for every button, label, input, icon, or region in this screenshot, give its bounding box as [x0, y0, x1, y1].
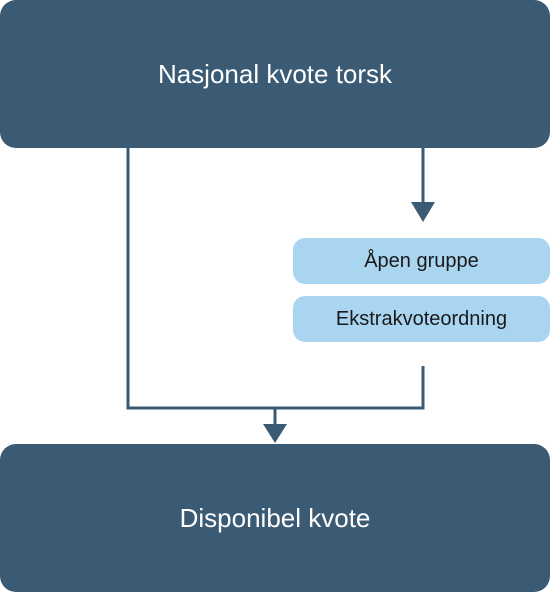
available-quota-box: Disponibel kvote	[0, 444, 550, 592]
extra-quota-scheme-label: Ekstrakvoteordning	[335, 307, 508, 330]
open-group-box: Åpen gruppe	[293, 238, 550, 284]
arrow-down-icon	[411, 202, 435, 222]
connector-right-path	[275, 366, 425, 410]
national-quota-label: Nasjonal kvote torsk	[157, 58, 393, 89]
open-group-label: Åpen gruppe	[364, 249, 479, 272]
connector-left-path	[126, 148, 275, 410]
arrow-down-icon	[263, 424, 287, 443]
available-quota-label: Disponibel kvote	[179, 502, 371, 533]
national-quota-box: Nasjonal kvote torsk	[0, 0, 550, 148]
extra-quota-scheme-box: Ekstrakvoteordning	[293, 296, 550, 342]
